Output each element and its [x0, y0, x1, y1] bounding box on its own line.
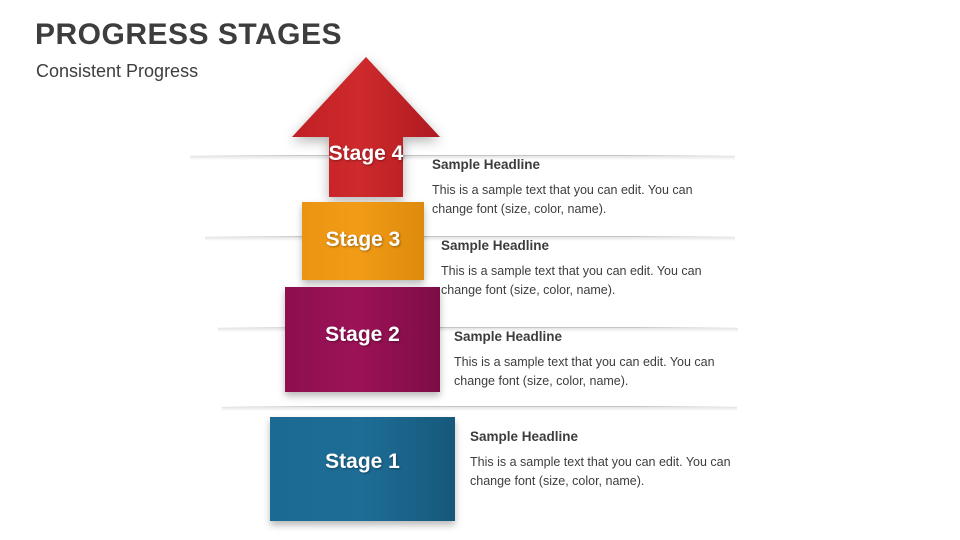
stage-1-text: Sample Headline This is a sample text th…: [470, 429, 760, 492]
stage-4-text: Sample Headline This is a sample text th…: [432, 157, 722, 220]
divider-stage-3: [205, 236, 735, 241]
page-subtitle: Consistent Progress: [36, 61, 199, 81]
stage-3-headline: Sample Headline: [441, 238, 550, 253]
stage-2-block[interactable]: Stage 2: [285, 287, 440, 392]
stage-4-body: This is a sample text that you can edit.…: [432, 183, 693, 217]
stage-1-block[interactable]: Stage 1: [270, 417, 455, 521]
stage-1-label: Stage 1: [325, 450, 400, 473]
divider-stage-1: [222, 406, 737, 411]
stage-4-label: Stage 4: [328, 142, 404, 165]
stage-2-text: Sample Headline This is a sample text th…: [454, 329, 744, 392]
stage-4-headline: Sample Headline: [432, 157, 541, 172]
stage-3-label: Stage 3: [325, 228, 401, 251]
divider-stage-2: [218, 327, 738, 332]
divider-stage-4: [190, 155, 735, 160]
stage-2-headline: Sample Headline: [454, 329, 563, 344]
stage-3-text: Sample Headline This is a sample text th…: [441, 238, 731, 301]
stage-2-body: This is a sample text that you can edit.…: [454, 355, 715, 389]
page-title: PROGRESS STAGES: [35, 18, 343, 51]
stage-4-arrow-shape[interactable]: [292, 57, 440, 197]
stage-3-block[interactable]: Stage 3: [302, 202, 424, 280]
stage-1-body: This is a sample text that you can edit.…: [470, 455, 731, 489]
stage-2-label: Stage 2: [325, 323, 400, 346]
stage-3-body: This is a sample text that you can edit.…: [441, 264, 702, 298]
stage-1-headline: Sample Headline: [470, 429, 579, 444]
